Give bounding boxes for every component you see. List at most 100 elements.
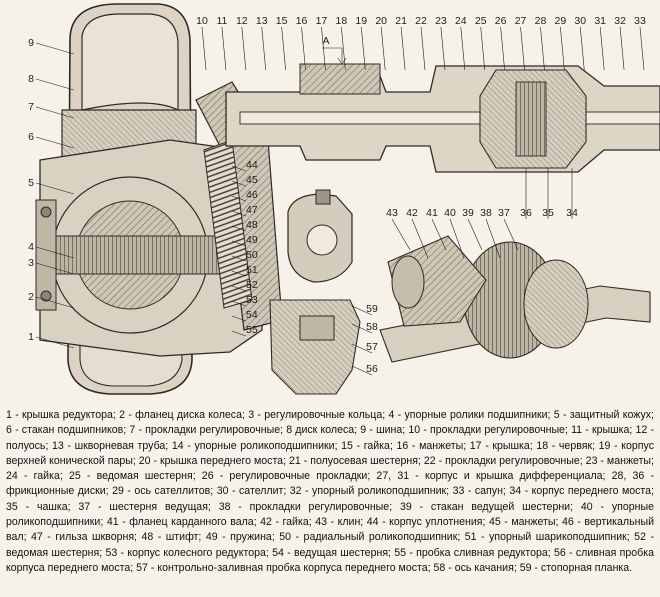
leader-side-52 bbox=[231, 285, 247, 292]
leader-left-8 bbox=[35, 78, 75, 91]
callout-top-24: 24 bbox=[455, 15, 467, 27]
callout-top-22: 22 bbox=[415, 15, 427, 27]
callout-gear-42: 42 bbox=[406, 207, 418, 219]
leader-side-44 bbox=[231, 165, 247, 172]
callout-top-10: 10 bbox=[196, 15, 208, 27]
leader-top-26 bbox=[500, 26, 505, 71]
callout-small-59: 59 bbox=[366, 303, 378, 315]
leader-gear-37 bbox=[503, 218, 519, 251]
leader-top-11 bbox=[221, 26, 227, 71]
callout-gear-41: 41 bbox=[426, 207, 438, 219]
leader-left-7 bbox=[35, 106, 75, 119]
callout-top-32: 32 bbox=[614, 15, 626, 27]
leader-left-9 bbox=[35, 42, 75, 55]
callout-left-4: 4 bbox=[28, 241, 34, 253]
callout-top-31: 31 bbox=[594, 15, 606, 27]
leader-left-1 bbox=[35, 336, 75, 349]
callout-side-44: 44 bbox=[246, 159, 258, 171]
leader-side-53 bbox=[231, 300, 247, 307]
vertical-shaft-spring bbox=[203, 139, 253, 309]
callout-side-46: 46 bbox=[246, 189, 258, 201]
leader-top-20 bbox=[380, 26, 386, 71]
leader-top-17 bbox=[321, 26, 326, 71]
leader-side-45 bbox=[231, 180, 247, 187]
callout-top-26: 26 bbox=[495, 15, 507, 27]
callout-left-5: 5 bbox=[28, 177, 34, 189]
differential-cage bbox=[523, 259, 589, 349]
leader-side-46 bbox=[231, 195, 247, 202]
callout-side-52: 52 bbox=[246, 279, 258, 291]
callout-top-18: 18 bbox=[336, 15, 348, 27]
leader-left-6 bbox=[35, 136, 75, 149]
callout-left-9: 9 bbox=[28, 37, 34, 49]
callout-small-56: 56 bbox=[366, 363, 378, 375]
leader-side-50 bbox=[231, 255, 247, 262]
callout-side-49: 49 bbox=[246, 234, 258, 246]
leader-gear-42 bbox=[411, 218, 429, 259]
callout-left-7: 7 bbox=[28, 101, 34, 113]
leader-left-2 bbox=[35, 296, 75, 309]
worm-bore bbox=[306, 224, 338, 256]
callout-left-1: 1 bbox=[28, 331, 34, 343]
leader-top-19 bbox=[360, 26, 366, 71]
section-mark-label: A bbox=[322, 35, 329, 47]
leader-top-22 bbox=[420, 26, 426, 71]
callout-top-21: 21 bbox=[395, 15, 407, 27]
leader-top-13 bbox=[261, 26, 267, 71]
worm-key bbox=[315, 189, 331, 205]
callout-small-57: 57 bbox=[366, 341, 378, 353]
callout-left-8: 8 bbox=[28, 73, 34, 85]
callout-small-58: 58 bbox=[366, 321, 378, 333]
leader-gear-38 bbox=[485, 218, 501, 259]
leader-top-24 bbox=[460, 26, 466, 71]
leader-top-21 bbox=[400, 26, 406, 71]
callout-top-16: 16 bbox=[296, 15, 308, 27]
callout-side-47: 47 bbox=[246, 204, 258, 216]
callout-top-19: 19 bbox=[355, 15, 367, 27]
callout-left-2: 2 bbox=[28, 291, 34, 303]
leader-gear-39 bbox=[467, 218, 483, 251]
leader-top-15 bbox=[281, 26, 286, 71]
callout-gear-39: 39 bbox=[462, 207, 474, 219]
leader-top-33 bbox=[639, 26, 645, 71]
parts-legend: 1 - крышка редуктора; 2 - фланец диска к… bbox=[6, 409, 654, 574]
callout-top-25: 25 bbox=[475, 15, 487, 27]
leader-top-16 bbox=[301, 26, 306, 71]
callout-top-29: 29 bbox=[555, 15, 567, 27]
callout-side-51: 51 bbox=[246, 264, 258, 276]
leader-top-23 bbox=[440, 26, 446, 71]
leader-top-30 bbox=[579, 26, 585, 71]
callout-side-48: 48 bbox=[246, 219, 258, 231]
leader-gear-40 bbox=[449, 218, 465, 259]
callout-side-50: 50 bbox=[246, 249, 258, 261]
callout-top-23: 23 bbox=[435, 15, 447, 27]
leader-top-31 bbox=[599, 26, 605, 71]
callout-side-54: 54 bbox=[246, 309, 258, 321]
leader-side-49 bbox=[231, 240, 247, 247]
differential-friction-discs bbox=[515, 81, 547, 157]
hub-flange bbox=[35, 199, 57, 311]
leader-top-32 bbox=[619, 26, 625, 71]
leader-gear-41 bbox=[431, 218, 447, 251]
callout-top-33: 33 bbox=[634, 15, 646, 27]
callout-left-3: 3 bbox=[28, 257, 34, 269]
callout-left-6: 6 bbox=[28, 131, 34, 143]
callout-top-20: 20 bbox=[375, 15, 387, 27]
leader-left-5 bbox=[35, 182, 75, 195]
half-shaft bbox=[239, 111, 660, 125]
leader-left-4 bbox=[35, 246, 75, 259]
drain-plug-block bbox=[269, 299, 361, 395]
callout-top-17: 17 bbox=[316, 15, 328, 27]
leader-small-58 bbox=[351, 323, 373, 334]
callout-side-55: 55 bbox=[246, 324, 258, 336]
axle-shaft-hub bbox=[43, 235, 245, 275]
section-arrow bbox=[322, 47, 347, 65]
leader-top-12 bbox=[241, 26, 247, 71]
callout-side-53: 53 bbox=[246, 294, 258, 306]
callout-gear-38: 38 bbox=[480, 207, 492, 219]
leader-side-47 bbox=[231, 210, 247, 217]
drawing bbox=[35, 3, 660, 395]
callout-top-12: 12 bbox=[236, 15, 248, 27]
leader-side-48 bbox=[231, 225, 247, 232]
